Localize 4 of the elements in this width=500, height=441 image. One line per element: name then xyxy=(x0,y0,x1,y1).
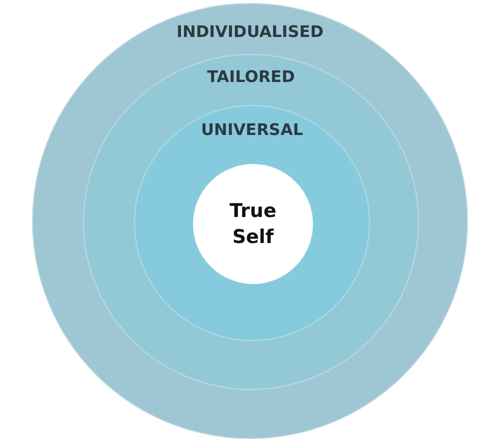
ring-label: TAILORED xyxy=(206,67,296,86)
ring-label: INDIVIDUALISED xyxy=(176,22,324,41)
center-label: True Self xyxy=(228,199,278,250)
ring-label: UNIVERSAL xyxy=(200,120,304,139)
